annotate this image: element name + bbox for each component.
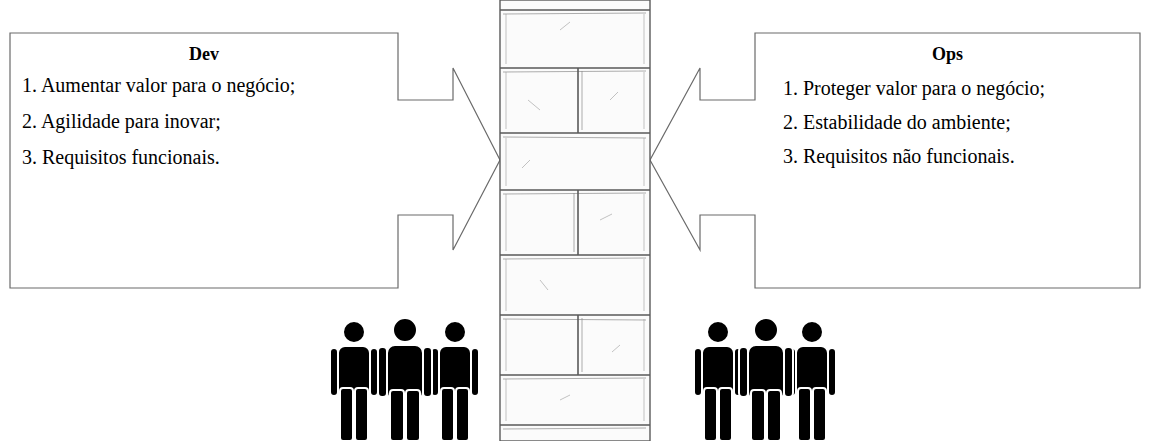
text-box: Dev1. Aumentar valor para o negócio;2. A… [10,33,398,288]
list-item: 1. Aumentar valor para o negócio; [22,67,302,103]
list-item: 2. Estabilidade do ambiente; [783,105,1138,139]
people-group-right [694,318,836,441]
list-item: 3. Requisitos funcionais. [22,139,302,175]
list-item: 2. Agilidade para inovar; [22,103,302,139]
text-box: Ops 1. Proteger valor para o negócio;2. E… [755,33,1140,288]
dev-arrow-box [10,33,500,288]
list-item: 1. Proteger valor para o negócio; [783,71,1138,105]
people-group-left [330,318,479,441]
box-heading: Dev [10,43,398,65]
brick-wall [500,0,650,441]
list-item: 3. Requisitos não funcionais. [783,139,1138,173]
ops-arrow-box [650,33,1140,288]
box-heading: Ops [755,43,1140,65]
